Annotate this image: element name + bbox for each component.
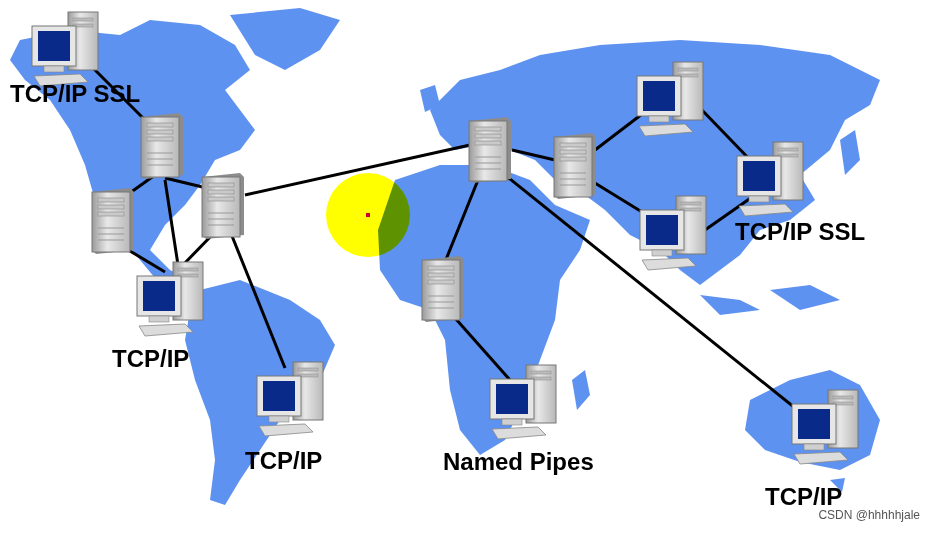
workstation-icon	[135, 260, 207, 338]
client-computer: TCP/IP SSL	[10, 80, 141, 108]
protocol-label: TCP/IP	[112, 345, 189, 373]
client-computer: TCP/IP	[765, 483, 843, 511]
workstation-icon	[488, 363, 560, 441]
cursor-dot	[366, 213, 370, 217]
workstation-icon	[255, 360, 327, 438]
client-computer: TCP/IP SSL	[735, 218, 866, 246]
protocol-label: TCP/IP SSL	[10, 80, 140, 108]
watermark: CSDN @hhhhhjale	[816, 508, 922, 522]
workstation-icon	[30, 10, 102, 88]
client-computer: TCP/IP	[112, 345, 190, 373]
protocol-label: TCP/IP	[765, 483, 842, 511]
protocol-label: Named Pipes	[443, 448, 594, 476]
workstation-icon	[790, 388, 862, 466]
client-icons	[637, 62, 706, 270]
workstation-icon	[735, 140, 807, 218]
highlight-circle	[326, 173, 410, 257]
protocol-label: TCP/IP	[245, 447, 322, 475]
client-computer: TCP/IP	[245, 447, 323, 475]
protocol-label: TCP/IP SSL	[735, 218, 865, 246]
client-computer: Named Pipes	[443, 448, 594, 476]
